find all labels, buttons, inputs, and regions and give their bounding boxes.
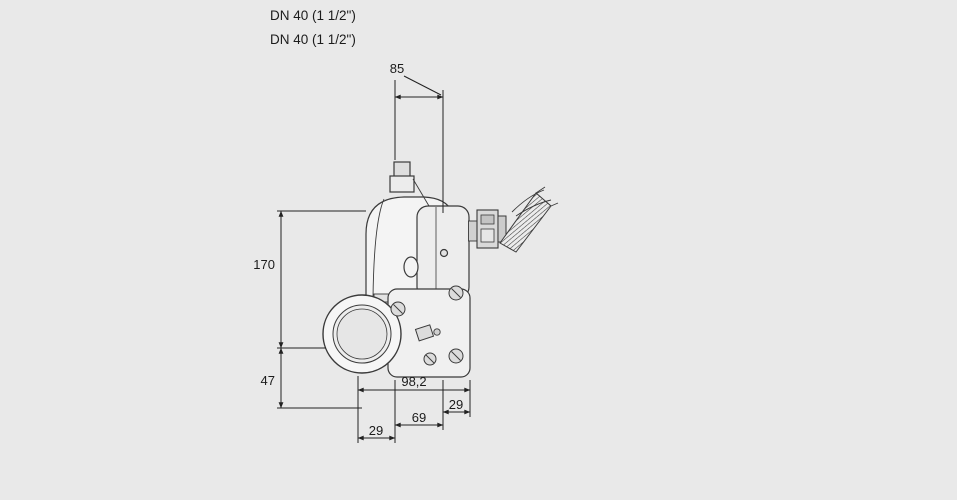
wire-strand <box>511 189 545 213</box>
side-plug <box>414 324 441 342</box>
top-fitting <box>389 161 415 193</box>
dimension-bottom-left: 29 <box>368 423 384 438</box>
dimension-bottom-total: 98,2 <box>401 374 427 389</box>
screw-slots <box>393 288 461 364</box>
dimension-height-lower: 47 <box>260 373 275 388</box>
solenoid-connector <box>468 186 559 253</box>
sight-glass <box>403 256 419 278</box>
dimension-bottom-center: 69 <box>411 410 427 425</box>
valve-assembly <box>322 161 471 378</box>
threaded-flange <box>322 294 402 374</box>
dimension-top-width: 85 <box>389 61 405 76</box>
indicator-dot <box>439 248 449 258</box>
dimension-height-upper: 170 <box>253 257 275 272</box>
wire-strand <box>515 199 552 217</box>
dn-size-label-2: DN 40 (1 1/2") <box>270 32 356 47</box>
dn-size-label-1: DN 40 (1 1/2") <box>270 8 356 23</box>
actuator-panel <box>403 205 470 299</box>
dimension-lines <box>277 75 471 443</box>
dimension-bottom-right: 29 <box>448 397 464 412</box>
